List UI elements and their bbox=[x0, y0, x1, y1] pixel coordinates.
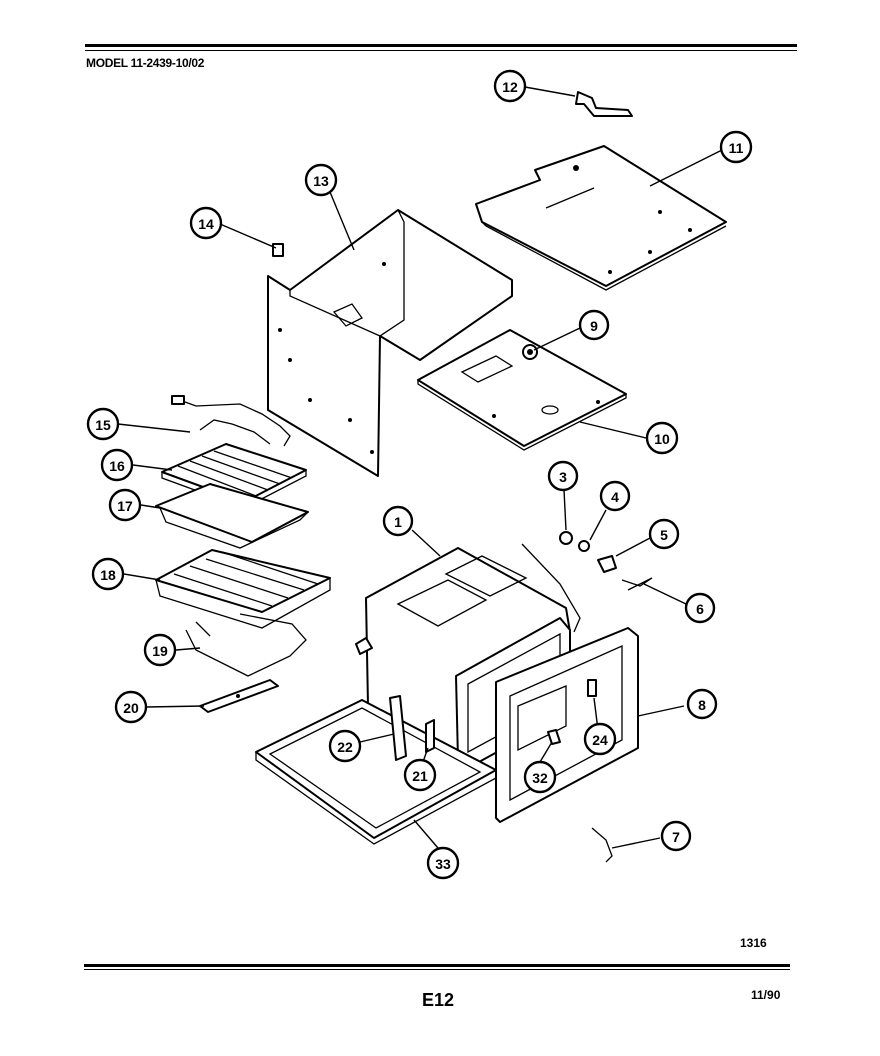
svg-text:18: 18 bbox=[100, 567, 116, 583]
svg-text:5: 5 bbox=[660, 527, 668, 543]
part-24-latch bbox=[587, 679, 597, 697]
part-6-wire-clip bbox=[621, 577, 653, 591]
part-13-cabinet-shell bbox=[267, 209, 513, 477]
part-12-bracket bbox=[575, 91, 633, 117]
callout-22: 22 bbox=[328, 729, 362, 763]
svg-text:16: 16 bbox=[109, 458, 125, 474]
svg-text:15: 15 bbox=[95, 417, 111, 433]
part-15-broil-element bbox=[171, 395, 291, 447]
svg-text:3: 3 bbox=[559, 469, 567, 485]
svg-text:1: 1 bbox=[394, 514, 402, 530]
part-22-hinge-bracket bbox=[389, 695, 407, 761]
svg-text:24: 24 bbox=[592, 732, 608, 748]
callout-10: 10 bbox=[645, 421, 679, 455]
callout-8: 8 bbox=[686, 688, 718, 720]
callout-1: 1 bbox=[382, 505, 414, 537]
callout-21: 21 bbox=[403, 758, 437, 792]
callout-15: 15 bbox=[86, 407, 120, 441]
part-7-clip bbox=[591, 827, 613, 863]
bottom-rule-thin bbox=[84, 969, 790, 970]
part-4-bulb bbox=[578, 540, 590, 552]
callout-11: 11 bbox=[719, 130, 753, 164]
part-19-bake-element bbox=[185, 613, 307, 677]
svg-text:32: 32 bbox=[532, 770, 548, 786]
callout-33: 33 bbox=[426, 846, 460, 880]
svg-text:11: 11 bbox=[729, 140, 744, 156]
part-3-thermostat-nut bbox=[559, 531, 573, 545]
svg-text:20: 20 bbox=[123, 700, 139, 716]
part-5-socket bbox=[597, 555, 617, 573]
callout-13: 13 bbox=[304, 163, 338, 197]
svg-text:9: 9 bbox=[590, 318, 598, 334]
svg-text:4: 4 bbox=[611, 489, 619, 505]
model-number: MODEL 11-2439-10/02 bbox=[86, 56, 205, 70]
part-21-hinge-clip bbox=[425, 719, 435, 753]
callout-14: 14 bbox=[189, 206, 223, 240]
page-code: E12 bbox=[422, 990, 455, 1010]
svg-text:10: 10 bbox=[654, 431, 670, 447]
part-10-bottom-panel bbox=[417, 329, 627, 451]
callout-4: 4 bbox=[599, 480, 631, 512]
svg-text:7: 7 bbox=[672, 829, 680, 845]
callout-18: 18 bbox=[91, 557, 125, 591]
callout-3: 3 bbox=[547, 460, 579, 492]
top-rule-thick bbox=[85, 44, 797, 47]
part-20-element-bracket bbox=[199, 679, 279, 713]
part-18-oven-rack bbox=[155, 549, 331, 629]
callout-16: 16 bbox=[100, 448, 134, 482]
callout-20: 20 bbox=[114, 690, 148, 724]
vent-duct bbox=[521, 543, 581, 633]
callout-17: 17 bbox=[108, 488, 142, 522]
svg-text:33: 33 bbox=[435, 856, 451, 872]
svg-text:21: 21 bbox=[412, 768, 428, 784]
part-33-oven-bottom bbox=[255, 699, 497, 845]
revision-date: 11/90 bbox=[751, 988, 781, 1002]
part-32-hinge bbox=[547, 729, 561, 745]
callout-9: 9 bbox=[578, 309, 610, 341]
svg-text:14: 14 bbox=[198, 216, 214, 232]
callout-5: 5 bbox=[648, 518, 680, 550]
leader-lines bbox=[117, 86, 723, 849]
part-9-grommet bbox=[522, 344, 538, 360]
part-11-top-panel bbox=[475, 145, 727, 291]
bottom-rule-thick bbox=[84, 964, 790, 967]
top-rule-thin bbox=[85, 50, 797, 51]
part-14-clip bbox=[272, 243, 284, 257]
svg-text:6: 6 bbox=[696, 601, 704, 617]
callout-7: 7 bbox=[660, 820, 692, 852]
callout-19: 19 bbox=[143, 633, 177, 667]
callout-6: 6 bbox=[684, 592, 716, 624]
callout-24: 24 bbox=[583, 722, 617, 756]
callout-32: 32 bbox=[523, 760, 557, 794]
callout-12: 12 bbox=[493, 69, 527, 103]
svg-text:19: 19 bbox=[152, 643, 168, 659]
svg-text:13: 13 bbox=[313, 173, 329, 189]
drawing-number: 1316 bbox=[740, 936, 767, 950]
svg-text:8: 8 bbox=[698, 697, 706, 713]
svg-text:17: 17 bbox=[117, 498, 133, 514]
svg-text:22: 22 bbox=[337, 739, 353, 755]
svg-text:12: 12 bbox=[502, 79, 518, 95]
part-17-broiler-pan bbox=[155, 483, 309, 549]
